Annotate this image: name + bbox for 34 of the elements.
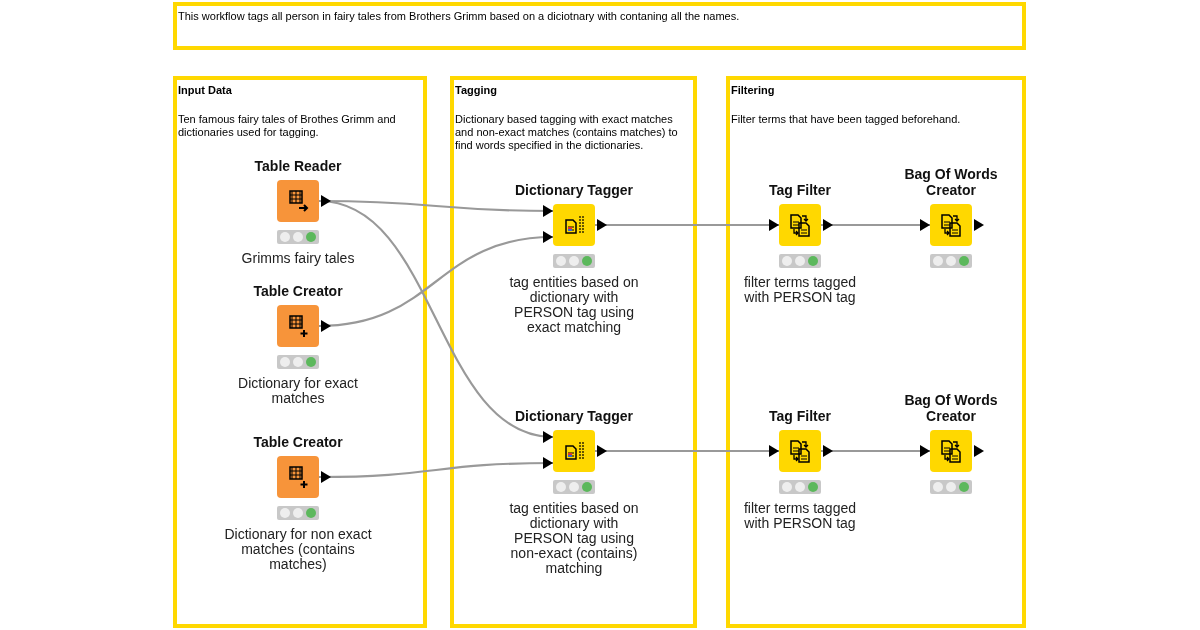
annotation-heading: Tagging — [455, 84, 497, 97]
annotation-box — [450, 76, 697, 628]
node-caption: Dictionary for exact matches — [237, 376, 359, 406]
connector-arrow — [318, 199, 554, 442]
node-caption: filter terms tagged with PERSON tag — [742, 275, 858, 305]
annotation-text: Ten famous fairy tales of Brothes Grimm and dictionaries used for tagging. — [178, 113, 397, 139]
connector-arrow — [821, 219, 930, 231]
connector-arrow — [595, 445, 779, 457]
connector-arrow — [821, 445, 930, 457]
node-title: Bag Of Words Creator — [903, 392, 999, 424]
node-caption: filter terms tagged with PERSON tag — [742, 501, 858, 531]
annotation-heading: Input Data — [178, 84, 232, 97]
node-caption: Grimms fairy tales — [240, 251, 356, 266]
node-title: Tag Filter — [769, 182, 831, 198]
connector-arrow — [318, 231, 554, 328]
node-title: Table Creator — [253, 283, 343, 299]
node-title: Tag Filter — [769, 408, 831, 424]
annotation-text: Filter terms that have been tagged beforehand. — [731, 113, 962, 126]
annotation-heading: Filtering — [731, 84, 775, 97]
connector-arrow — [319, 457, 553, 479]
node-title: Table Creator — [253, 434, 343, 450]
annotation-box — [173, 2, 1026, 50]
connector-arrow — [595, 219, 779, 231]
annotation-box — [173, 76, 427, 628]
node-title: Dictionary Tagger — [515, 182, 633, 198]
node-caption: tag entities based on dictionary with PERSON tag using exact matching — [508, 275, 640, 335]
annotation-box — [726, 76, 1026, 628]
annotation-text: Dictionary based tagging with exact matches and non-exact matches (contains matches) to find words specified in the dictionaries. — [455, 113, 679, 152]
annotation-text: This workflow tags all person in fairy tales from Brothers Grimm based on a diciotnary with contaning all the names. — [178, 10, 741, 23]
node-caption: tag entities based on dictionary with PERSON tag using non-exact (contains) matching — [508, 501, 640, 576]
node-title: Dictionary Tagger — [515, 408, 633, 424]
node-caption: Dictionary for non exact matches (contains matches) — [223, 527, 373, 572]
node-title: Table Reader — [254, 158, 342, 174]
node-title: Bag Of Words Creator — [903, 166, 999, 198]
